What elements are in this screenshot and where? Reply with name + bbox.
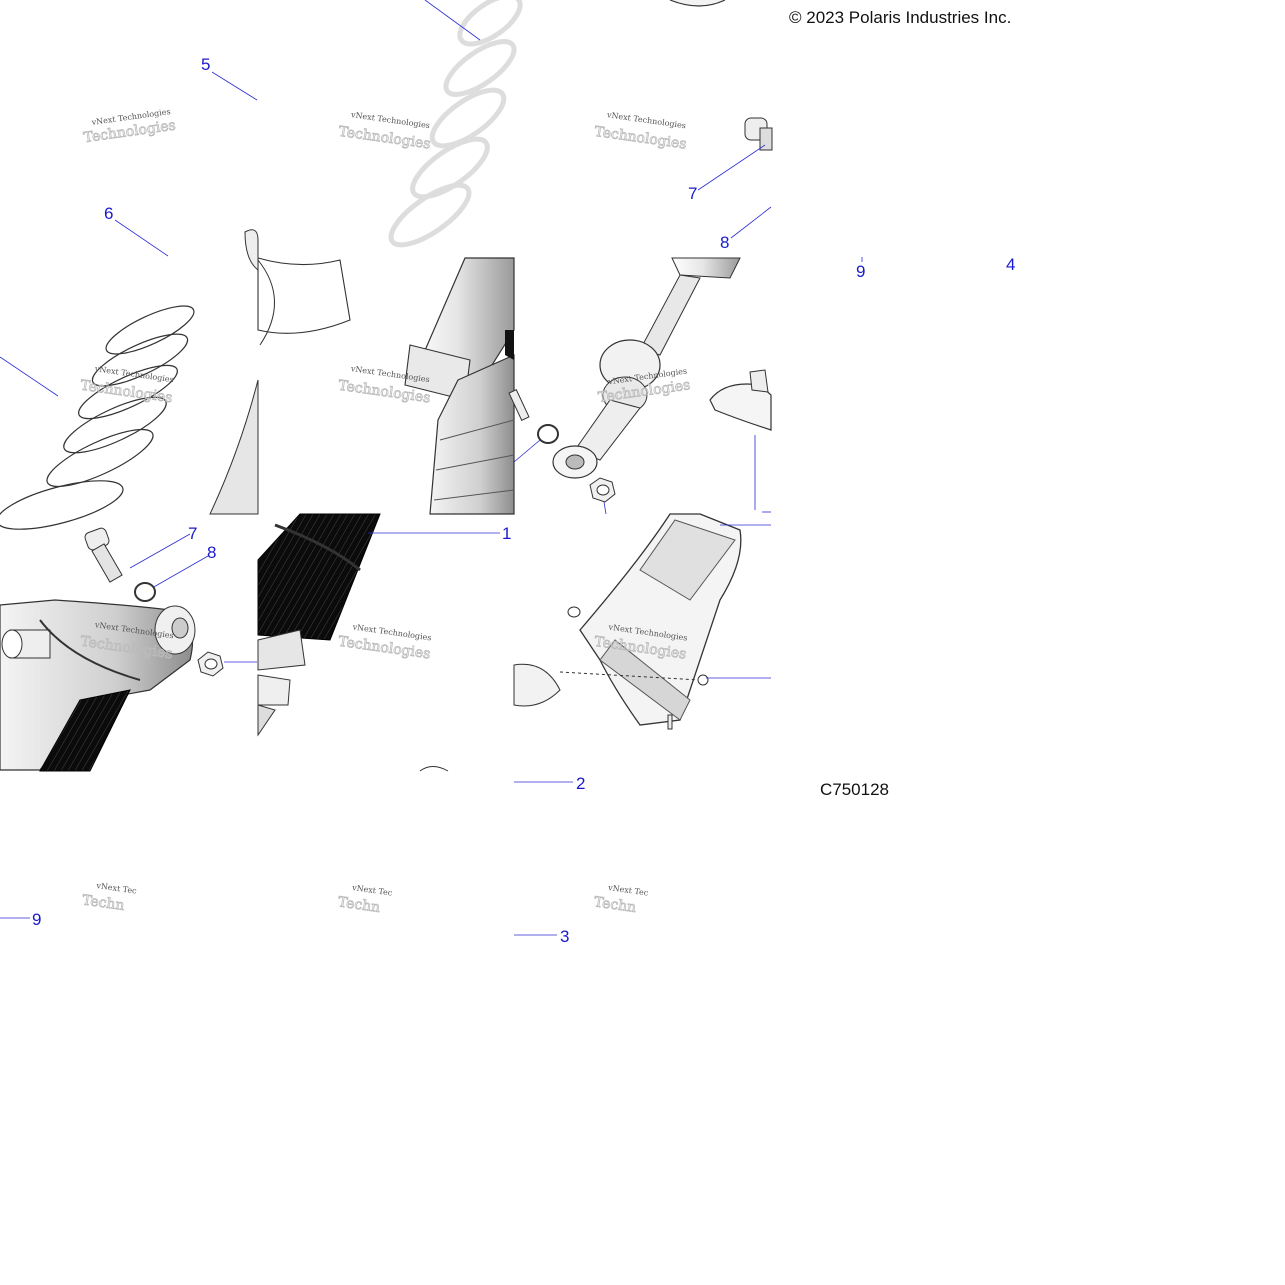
callout-3: 3 <box>560 927 569 946</box>
ribbed-boot <box>257 513 381 737</box>
watermark: vNext Tec <box>351 883 394 898</box>
bracket-upper-right <box>709 369 772 431</box>
watermark: vNext Tec <box>95 881 138 896</box>
callout-4: 4 <box>1006 255 1015 274</box>
callout-9-lower: 9 <box>32 910 41 929</box>
callout-7-lower: 7 <box>188 524 197 543</box>
top-cap-fragment <box>669 0 726 7</box>
washer-lower <box>134 582 156 602</box>
shock-guard <box>513 513 742 730</box>
leader-washer <box>513 439 541 463</box>
shock-body-column <box>209 229 530 515</box>
callout-5: 5 <box>201 55 210 74</box>
shock-lower-body <box>0 599 196 772</box>
callout-1: 1 <box>502 524 511 543</box>
leader-7-upper <box>697 144 766 191</box>
callout-6: 6 <box>104 204 113 223</box>
leader-8-lower <box>151 555 209 589</box>
copyright-text: © 2023 Polaris Industries Inc. <box>789 8 1011 27</box>
leader-5 <box>211 71 258 101</box>
callout-7-upper: 7 <box>688 184 697 203</box>
leader-spring-top <box>424 0 481 41</box>
watermark-big: Techn <box>337 894 381 916</box>
callout-9-upper: 9 <box>856 262 865 281</box>
leader-nut <box>603 501 607 515</box>
callout-8-upper: 8 <box>720 233 729 252</box>
washer-upper <box>537 424 559 444</box>
leader-lower-spring <box>0 356 59 397</box>
bolt-upper <box>744 117 773 151</box>
leader-8-upper <box>730 206 772 239</box>
callout-8-lower: 8 <box>207 543 216 562</box>
lower-fragment <box>419 766 449 772</box>
watermarks: Technologies vNext Technologies Technolo… <box>79 107 692 916</box>
figure-id: C750128 <box>820 780 889 799</box>
bolt-lower <box>84 527 123 583</box>
leader-7-lower <box>129 533 191 569</box>
watermark-big: Techn <box>593 894 637 916</box>
lower-spring <box>0 305 195 530</box>
leader-6 <box>114 219 169 257</box>
tile-spring-top <box>388 0 523 248</box>
shock-shaft <box>552 257 741 479</box>
callout-2: 2 <box>576 774 585 793</box>
nut-lower <box>197 651 224 677</box>
watermark: vNext Tec <box>607 883 650 898</box>
nut-upper <box>589 477 616 503</box>
watermark-big: Techn <box>81 892 125 914</box>
